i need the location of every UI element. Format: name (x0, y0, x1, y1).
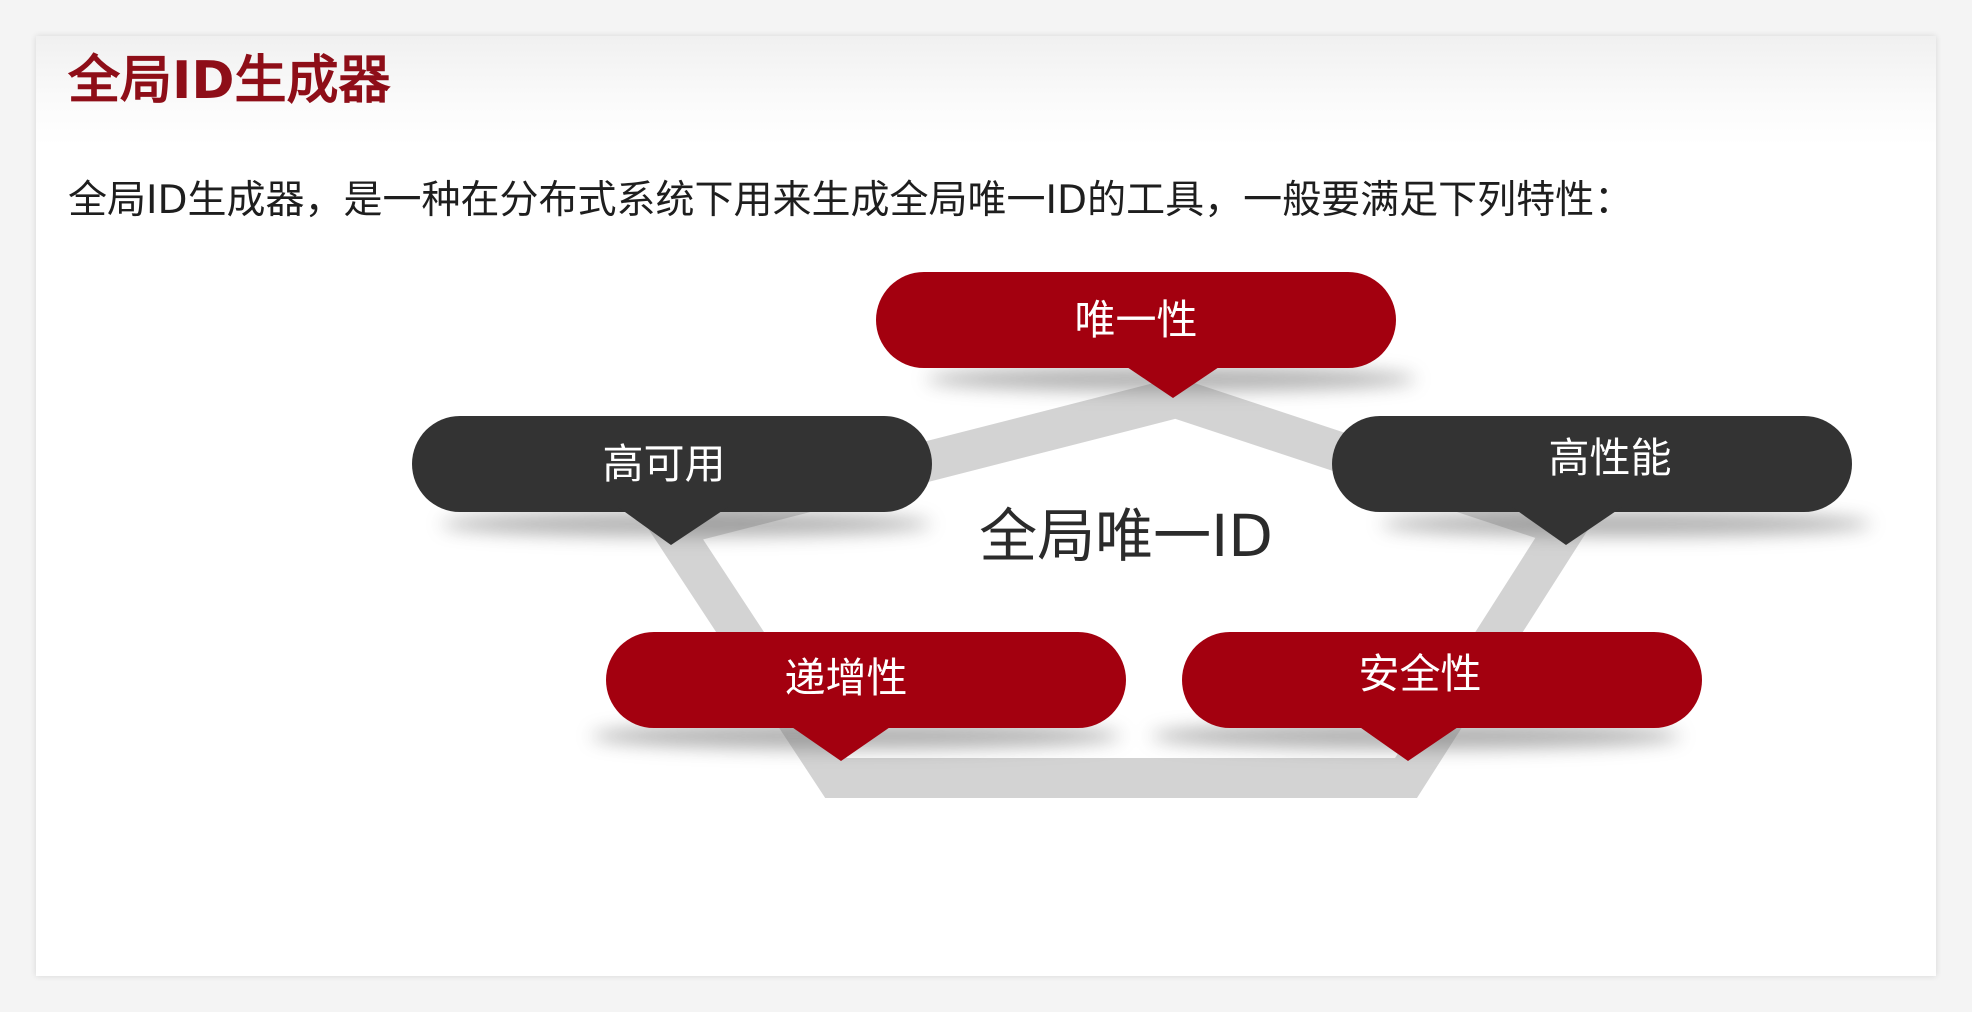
node-high-availability-bubble (412, 416, 932, 512)
slide: 全局ID生成器 全局ID生成器，是一种在分布式系统下用来生成全局唯一ID的工具，… (36, 36, 1936, 976)
node-uniqueness-pointer (1121, 363, 1225, 398)
node-high-performance-pointer (1512, 507, 1622, 545)
node-incremental: 递增性 (606, 632, 1126, 761)
node-high-availability-label: 高可用 (603, 440, 726, 488)
feature-diagram: 全局唯一ID 唯一性 高可用 高性能 递增性 安全 (412, 272, 1871, 798)
page-title: 全局ID生成器 (68, 51, 391, 111)
node-security-bubble (1182, 632, 1702, 728)
center-label: 全局唯一ID (979, 502, 1273, 570)
node-uniqueness-label: 唯一性 (1075, 296, 1198, 344)
node-uniqueness: 唯一性 (876, 272, 1396, 398)
title-band (36, 36, 1936, 146)
node-incremental-label: 递增性 (785, 654, 908, 702)
intro-text: 全局ID生成器，是一种在分布式系统下用来生成全局唯一ID的工具，一般要满足下列特… (68, 178, 1634, 223)
node-high-availability-pointer (618, 507, 728, 545)
node-incremental-pointer (786, 723, 896, 761)
node-high-performance: 高性能 (1332, 416, 1852, 545)
node-security-label: 安全性 (1359, 650, 1482, 698)
node-high-performance-label: 高性能 (1549, 434, 1672, 482)
node-security: 安全性 (1182, 632, 1702, 761)
node-high-availability: 高可用 (412, 416, 932, 545)
node-uniqueness-bubble (876, 272, 1396, 368)
node-high-performance-bubble (1332, 416, 1852, 512)
node-security-pointer (1354, 723, 1464, 761)
node-incremental-bubble (606, 632, 1126, 728)
